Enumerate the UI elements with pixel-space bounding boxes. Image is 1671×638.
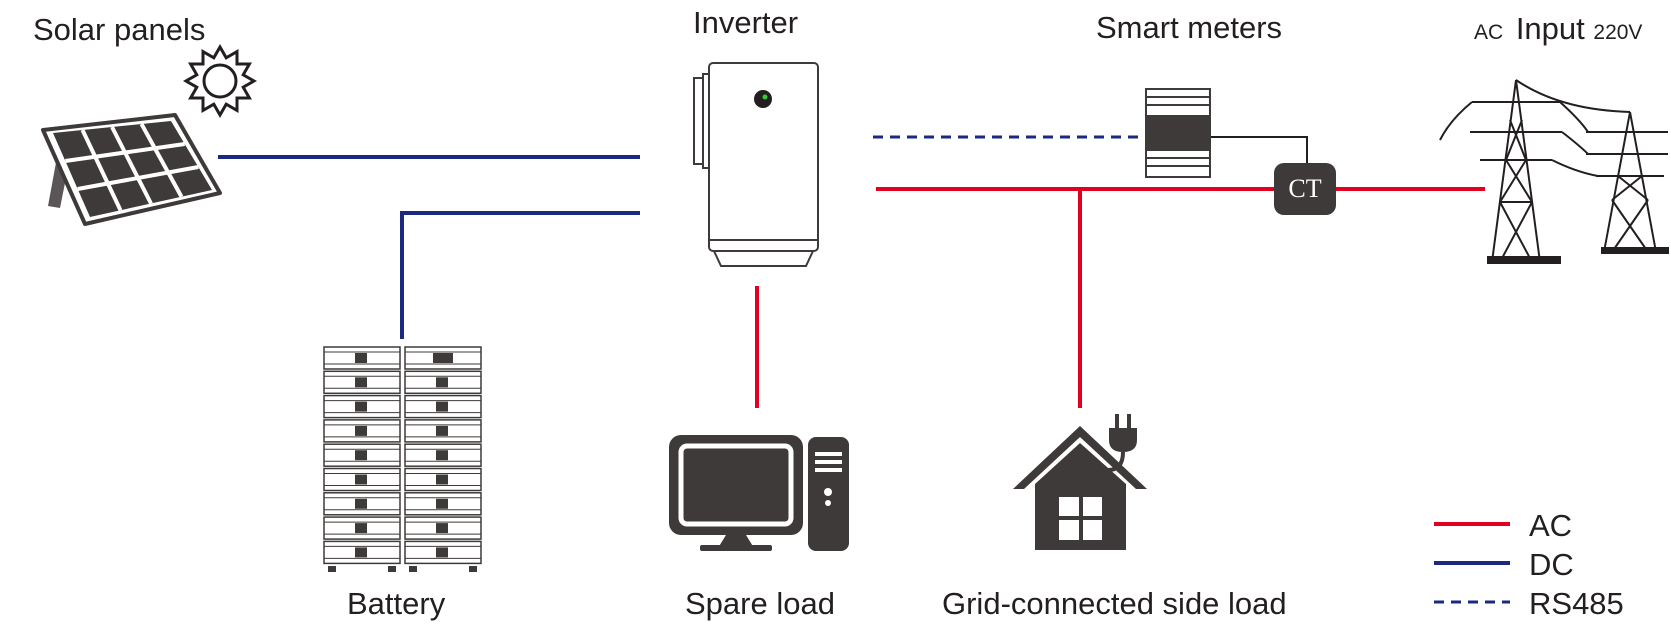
ct-label: CT bbox=[1288, 174, 1322, 203]
battery-label: Battery bbox=[347, 586, 446, 621]
grid-side-load-label: Grid-connected side load bbox=[942, 586, 1287, 621]
inverter-label: Inverter bbox=[693, 5, 799, 40]
plug-icon bbox=[1107, 414, 1137, 472]
ct-sensor-icon bbox=[1274, 163, 1336, 215]
solar-panels-label: Solar panels bbox=[33, 12, 206, 47]
inverter-icon bbox=[693, 62, 819, 267]
house-icon bbox=[1013, 426, 1147, 550]
battery-rack-icon bbox=[323, 346, 482, 572]
spare-load-label: Spare load bbox=[685, 586, 835, 621]
grid-input-label: AC Input 220V bbox=[1474, 13, 1642, 44]
computer-icon bbox=[669, 435, 849, 551]
transmission-tower-icon bbox=[1439, 79, 1669, 264]
legend-label-ac: AC bbox=[1529, 508, 1573, 543]
legend-swatches bbox=[1434, 522, 1510, 604]
dc-line-battery-inverter bbox=[400, 211, 640, 339]
ac-prefix: AC bbox=[1474, 21, 1504, 44]
sun-icon bbox=[182, 43, 258, 119]
dc-lines bbox=[218, 155, 640, 339]
voltage-text: 220V bbox=[1593, 21, 1643, 44]
legend-label-dc: DC bbox=[1529, 547, 1574, 582]
smart-meter-icon bbox=[1145, 88, 1211, 178]
solar-panel-icon bbox=[41, 113, 222, 226]
smart-meters-label: Smart meters bbox=[1096, 10, 1283, 45]
input-text: Input bbox=[1515, 11, 1585, 46]
ac-lines bbox=[755, 187, 1485, 408]
ct-signal-wire bbox=[1210, 136, 1308, 163]
legend-label-rs485: RS485 bbox=[1529, 586, 1624, 621]
